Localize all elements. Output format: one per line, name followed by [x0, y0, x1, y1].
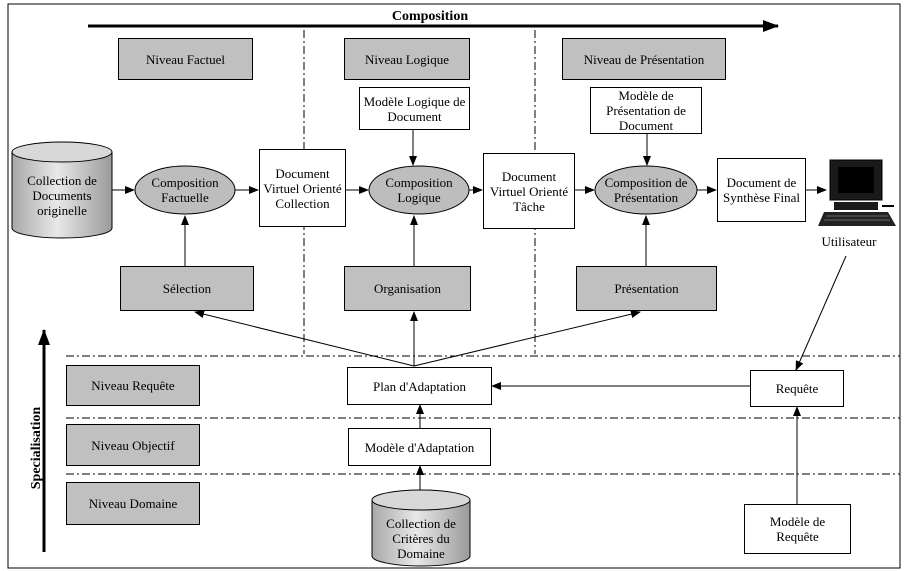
- operation-organisation: Organisation: [344, 266, 471, 311]
- user-label: Utilisateur: [821, 234, 877, 249]
- modele-presentation-document: Modèle de Présentation de Document: [590, 87, 702, 134]
- level-domaine: Niveau Domaine: [66, 482, 200, 525]
- modele-requete: Modèle de Requête: [744, 504, 851, 554]
- criteres-cylinder: [371, 489, 471, 567]
- operation-selection: Sélection: [120, 266, 254, 311]
- level-objectif: Niveau Objectif: [66, 424, 200, 466]
- modele-adaptation: Modèle d'Adaptation: [348, 428, 491, 466]
- plan-adaptation: Plan d'Adaptation: [347, 367, 492, 405]
- specialisation-axis-label: Specialisation: [29, 406, 44, 490]
- arrow-plan-presentation: [413, 310, 641, 367]
- level-factuel: Niveau Factuel: [118, 38, 253, 80]
- arrow-plan-selection: [194, 310, 415, 367]
- modele-logique-document: Modèle Logique de Document: [359, 87, 470, 130]
- level-requete: Niveau Requête: [66, 365, 200, 406]
- operation-presentation: Présentation: [576, 266, 717, 311]
- collection-cylinder: [11, 141, 113, 239]
- collection-criteres-label: Collection de Critères du Domaine: [386, 515, 456, 561]
- process-presentation-label: Composition de Présentation: [604, 175, 688, 205]
- level-presentation: Niveau de Présentation: [562, 38, 726, 80]
- process-factuelle-label: Composition Factuelle: [151, 175, 219, 205]
- collection-documents-label: Collection de Documents originelle: [27, 172, 97, 218]
- document-virtuel-collection: Document Virtuel Orienté Collection: [259, 149, 346, 227]
- computer-icon: [818, 159, 896, 226]
- frame-border: [7, 3, 901, 569]
- arrow-user-requete: [795, 255, 847, 371]
- document-synthese-final: Document de Synthèse Final: [717, 158, 806, 222]
- document-virtuel-tache: Document Virtuel Orienté Tâche: [483, 153, 575, 229]
- composition-axis-label: Composition: [391, 9, 469, 24]
- level-logique: Niveau Logique: [344, 38, 470, 80]
- process-logique-label: Composition Logique: [385, 175, 453, 205]
- requete-box: Requête: [750, 370, 844, 407]
